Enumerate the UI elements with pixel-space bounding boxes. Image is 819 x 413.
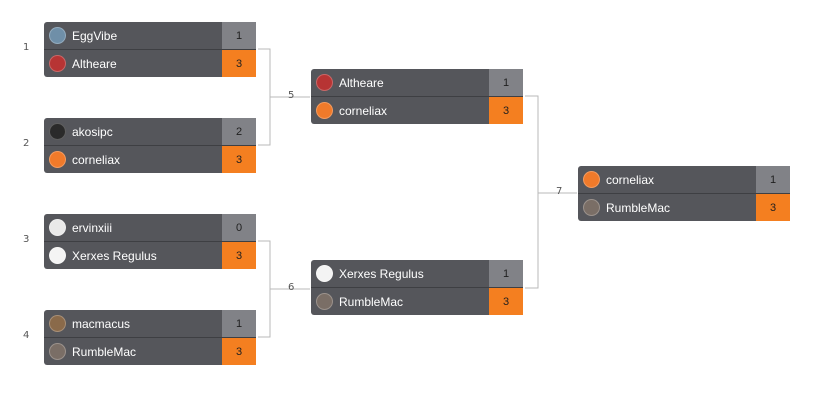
avatar-icon <box>316 102 333 119</box>
match-number: 7 <box>556 186 563 197</box>
player-row[interactable]: RumbleMac 3 <box>578 194 790 221</box>
player-score: 0 <box>222 214 256 241</box>
seed-label: 2 <box>23 138 30 149</box>
player-row[interactable]: Xerxes Regulus 3 <box>44 242 256 269</box>
player-row[interactable]: EggVibe 1 <box>44 22 256 50</box>
avatar-icon <box>49 343 66 360</box>
player-name: RumbleMac <box>339 294 404 309</box>
player-name: akosipc <box>72 124 113 139</box>
seed-label: 4 <box>23 330 30 341</box>
player-score: 3 <box>222 242 256 269</box>
player-name: corneliax <box>339 103 388 118</box>
player-row[interactable]: corneliax 3 <box>311 97 523 124</box>
avatar-icon <box>49 247 66 264</box>
avatar-icon <box>583 199 600 216</box>
player-name: Altheare <box>72 56 117 71</box>
player-score: 3 <box>222 338 256 365</box>
player-score: 1 <box>756 166 790 193</box>
player-score: 3 <box>222 146 256 173</box>
avatar-icon <box>49 27 66 44</box>
player-name: corneliax <box>72 152 121 167</box>
player-row[interactable]: Xerxes Regulus 1 <box>311 260 523 288</box>
avatar-icon <box>49 315 66 332</box>
avatar-icon <box>49 123 66 140</box>
player-score: 1 <box>222 310 256 337</box>
avatar-icon <box>49 219 66 236</box>
seed-label: 1 <box>23 42 30 53</box>
connector-line <box>258 240 271 338</box>
player-row[interactable]: Altheare 3 <box>44 50 256 77</box>
match-number: 5 <box>288 90 295 101</box>
player-name: RumbleMac <box>72 344 137 359</box>
player-name: ervinxiii <box>72 220 113 235</box>
player-score: 1 <box>489 260 523 287</box>
player-row[interactable]: Altheare 1 <box>311 69 523 97</box>
player-row[interactable]: RumbleMac 3 <box>44 338 256 365</box>
player-name: corneliax <box>606 172 655 187</box>
player-name: macmacus <box>72 316 131 331</box>
player-row[interactable]: ervinxiii 0 <box>44 214 256 242</box>
player-name: Xerxes Regulus <box>72 248 157 263</box>
player-name: Altheare <box>339 75 384 90</box>
player-name: RumbleMac <box>606 200 671 215</box>
player-score: 2 <box>222 118 256 145</box>
player-name: EggVibe <box>72 28 118 43</box>
player-row[interactable]: corneliax 1 <box>578 166 790 194</box>
avatar-icon <box>316 293 333 310</box>
player-name: Xerxes Regulus <box>339 266 424 281</box>
match-number: 6 <box>288 282 295 293</box>
player-row[interactable]: akosipc 2 <box>44 118 256 146</box>
player-score: 3 <box>756 194 790 221</box>
avatar-icon <box>49 151 66 168</box>
player-row[interactable]: macmacus 1 <box>44 310 256 338</box>
seed-label: 3 <box>23 234 30 245</box>
connector-line <box>525 95 539 289</box>
avatar-icon <box>583 171 600 188</box>
avatar-icon <box>49 55 66 72</box>
avatar-icon <box>316 74 333 91</box>
player-row[interactable]: RumbleMac 3 <box>311 288 523 315</box>
player-score: 3 <box>489 288 523 315</box>
player-score: 1 <box>489 69 523 96</box>
player-row[interactable]: corneliax 3 <box>44 146 256 173</box>
connector-line <box>258 48 271 146</box>
player-score: 3 <box>489 97 523 124</box>
match-card[interactable]: akosipc 2 corneliax 3 <box>44 118 256 173</box>
player-score: 3 <box>222 50 256 77</box>
avatar-icon <box>316 265 333 282</box>
match-card[interactable]: Altheare 1 corneliax 3 <box>311 69 523 124</box>
player-score: 1 <box>222 22 256 49</box>
